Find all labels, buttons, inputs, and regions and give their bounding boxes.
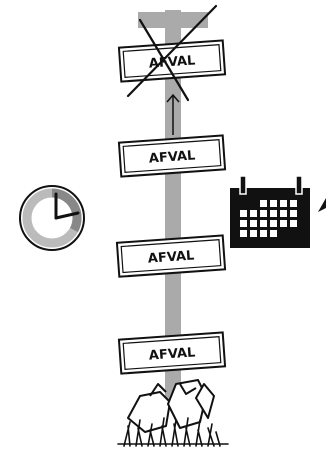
calendar-icon: [230, 176, 310, 248]
sign-4: AFVAL: [119, 332, 225, 373]
edge-arrow-fragment: [318, 198, 326, 212]
sign-3: AFVAL: [117, 235, 225, 276]
sign-2: AFVAL: [119, 135, 225, 176]
clock-icon: [20, 186, 84, 250]
